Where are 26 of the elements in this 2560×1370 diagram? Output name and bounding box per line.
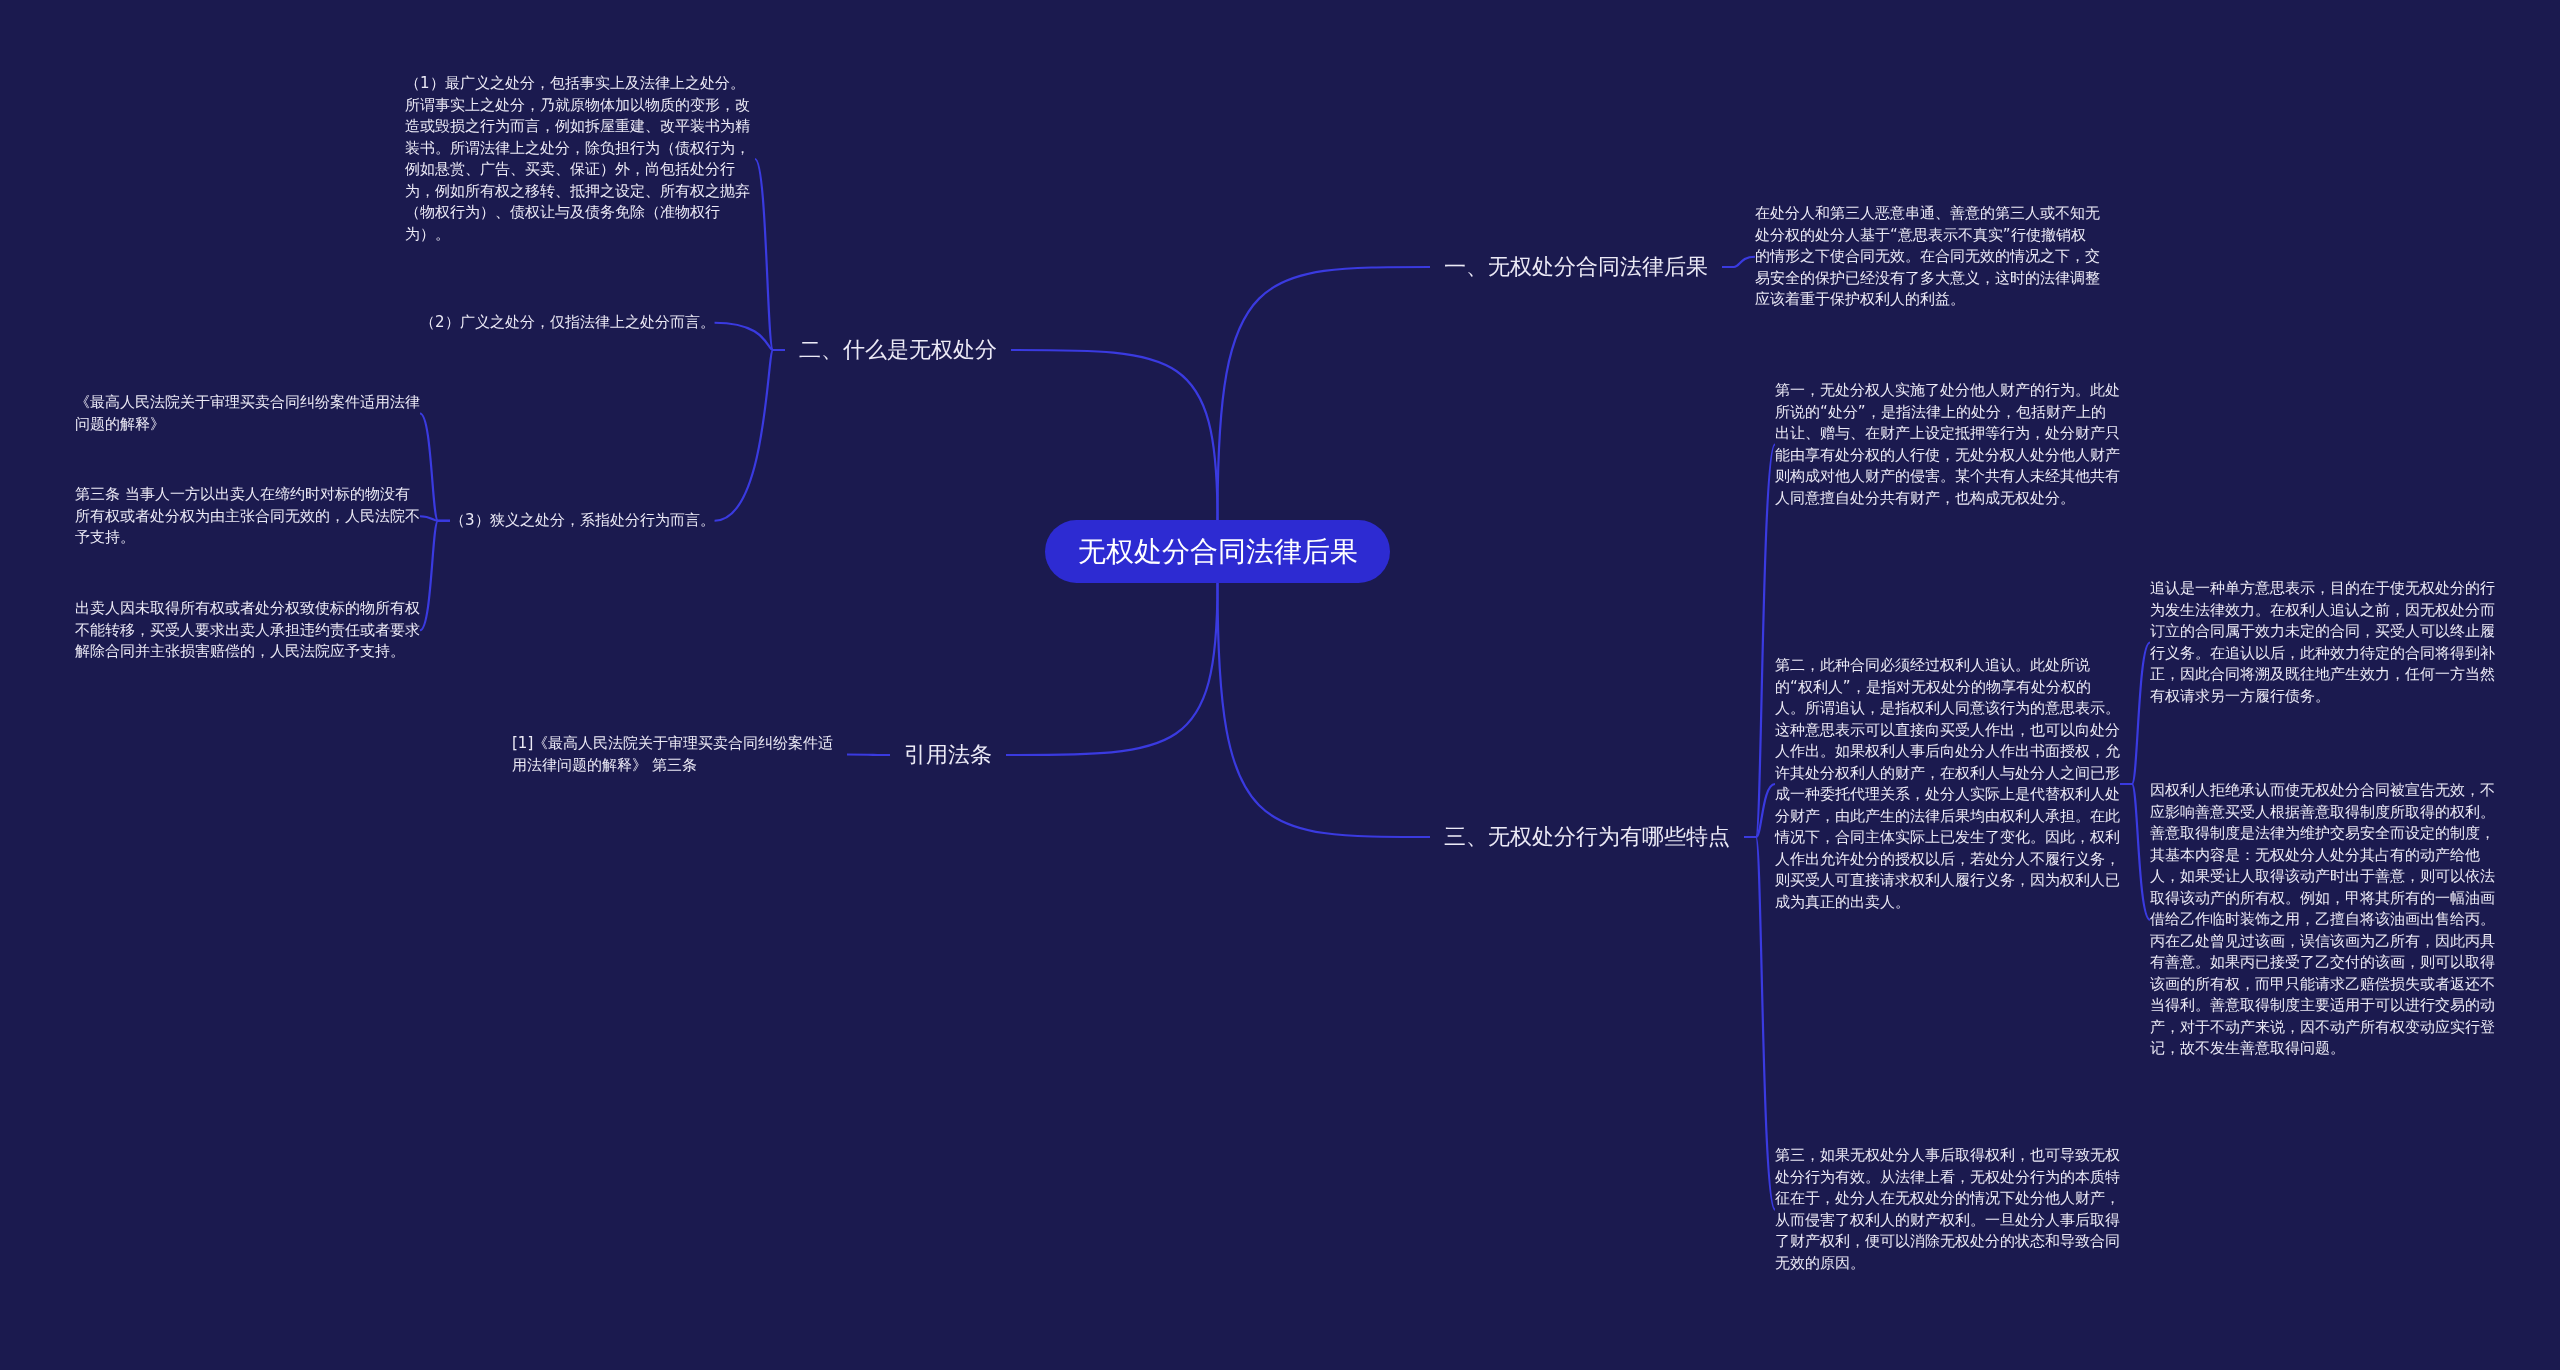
- note-text: 《最高人民法院关于审理买卖合同纠纷案件适用法律问题的解释》: [75, 392, 420, 435]
- branch-topic: 一、无权处分合同法律后果: [1430, 248, 1722, 286]
- note-text: 出卖人因未取得所有权或者处分权致使标的物所有权不能转移，买受人要求出卖人承担违约责任或者要求解除合同并主张损害赔偿的，人民法院应予支持。: [75, 598, 420, 663]
- connector-line: [1722, 255, 1756, 269]
- note-text: （2）广义之处分，仅指法律上之处分而言。: [420, 312, 715, 334]
- connector-line: [1011, 348, 1219, 521]
- note-text: 在处分人和第三人恶意串通、善意的第三人或不知无处分权的处分人基于“意思表示不真实”行使撤销权的情形之下使合同无效。在合同无效的情况之下，交易安全的保护已经没有了多大意义，这时的法律调整应该着重于保护权利人的利益。: [1755, 203, 2100, 311]
- branch-topic: 二、什么是无权处分: [785, 331, 1011, 369]
- connector-line: [714, 348, 785, 522]
- note-text: 因权利人拒绝承认而使无权处分合同被宣告无效，不应影响善意买受人根据善意取得制度所取得的权利。善意取得制度是法律为维护交易安全而设定的制度，其基本内容是：无权处分人处分其占有的动产给他人，如果受让人取得该动产时出于善意，则可以依法取得该动产的所有权。例如，甲将其所有的一幅油画借给乙作临时装饰之用，乙擅自将该油画出售给丙。丙在乙处曾见过该画，误信该画为乙所有，因此丙具有善意。如果丙已接受了乙交付的该画，则可以取得该画的所有权，而甲只能请求乙赔偿损失或者返还不当得利。善意取得制度主要适用于可以进行交易的动产，对于不动产来说，因不动产所有权变动应实行登记，故不发生善意取得问题。: [2150, 780, 2495, 1060]
- note-text: （1）最广义之处分，包括事实上及法律上之处分。所谓事实上之处分，乃就原物体加以物质的变形，改造或毁损之行为而言，例如拆屋重建、改平装书为精装书。所谓法律上之处分，除负担行为（债权行为，例如悬赏、广告、买卖、保证）外，尚包括处分行为，例如所有权之移转、抵押之设定、所有权之抛弃（物权行为）、债权让与及债务免除（准物权行为）。: [405, 73, 755, 245]
- note-text: 第二，此种合同必须经过权利人追认。此处所说的“权利人”，是指对无权处分的物享有处分权的人。所谓追认，是指权利人同意该行为的意思表示。这种意思表示可以直接向买受人作出，也可以向处分人作出。如果权利人事后向处分人作出书面授权，允许其处分权利人的财产，在权利人与处分人之间已形成一种委托代理关系，处分人实际上是代替权利人处分财产，由此产生的法律后果均由权利人承担。在此情况下，合同主体实际上已发生了变化。因此，权利人作出允许处分的授权以后，若处分人不履行义务，则买受人可直接请求权利人履行义务，因为权利人已成为真正的出卖人。: [1775, 655, 2120, 913]
- connector-line: [1216, 583, 1430, 839]
- central-topic: 无权处分合同法律后果: [1045, 520, 1390, 583]
- connector-line: [1744, 835, 1776, 1210]
- note-text: 追认是一种单方意思表示，目的在于使无权处分的行为发生法律效力。在权利人追认之前，因无权处分而订立的合同属于效力未定的合同，买受人可以终止履行义务。在追认以后，此种效力待定的合同将得到补正，因此合同将溯及既往地产生效力，任何一方当然有权请求另一方履行债务。: [2150, 578, 2495, 707]
- connector-line: [2120, 782, 2151, 921]
- connector-line: [847, 753, 890, 757]
- connector-line: [419, 519, 450, 632]
- note-text: 第三条 当事人一方以出卖人在缔约时对标的物没有所有权或者处分权为由主张合同无效的，人民法院不予支持。: [75, 484, 420, 549]
- note-text: 第一，无处分权人实施了处分他人财产的行为。此处所说的“处分”，是指法律上的处分，包括财产上的出让、赠与、在财产上设定抵押等行为，处分财产只能由享有处分权的人行使，无处分权人处分他人财产则构成对他人财产的侵害。某个共有人未经其他共有人同意擅自处分共有财产，也构成无权处分。: [1775, 380, 2120, 509]
- note-text: （3）狭义之处分，系指处分行为而言。: [450, 510, 715, 532]
- branch-topic: 引用法条: [890, 736, 1006, 774]
- note-text: [1]《最高人民法院关于审理买卖合同纠纷案件适用法律问题的解释》 第三条: [512, 733, 847, 776]
- branch-topic: 三、无权处分行为有哪些特点: [1430, 818, 1744, 856]
- note-text: 第三，如果无权处分人事后取得权利，也可导致无权处分行为有效。从法律上看，无权处分行为的本质特征在于，处分人在无权处分的情况下处分他人财产，从而侵害了权利人的财产权利。一旦处分人事后取得了财产权利，便可以消除无权处分的状态和导致合同无效的原因。: [1775, 1145, 2120, 1274]
